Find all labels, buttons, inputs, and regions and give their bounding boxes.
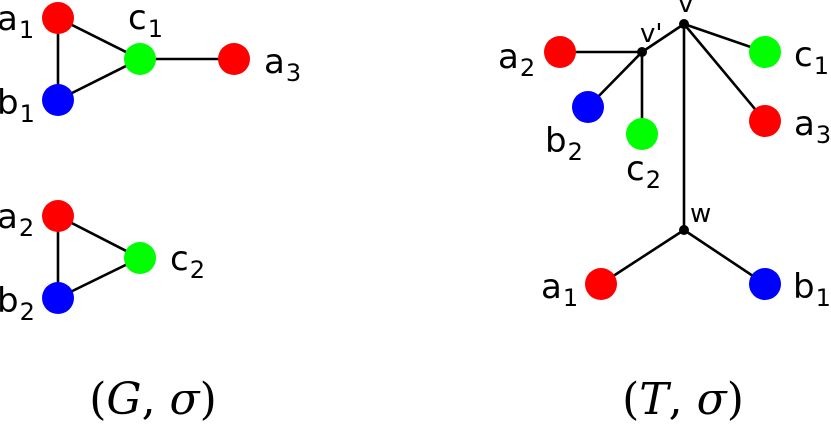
tree-inner-label-v: v: [678, 0, 693, 19]
graph-node-b1: [42, 84, 74, 116]
tree-leaf-label-b2: b2: [545, 121, 583, 166]
graph-node-label-c1: c1: [128, 0, 163, 43]
tree-leaf-a1: [585, 268, 617, 300]
tree-edge-w-a1: [599, 228, 686, 286]
tree-edge-v-vp: [640, 22, 686, 54]
tree-edge-v-a3: [682, 22, 767, 123]
tree-inner-node-v: [679, 19, 689, 29]
graph-node-c2: [124, 242, 156, 274]
graph-node-c1: [124, 43, 156, 75]
tree-caption-T: (T, σ): [622, 374, 744, 425]
tree-leaf-label-c1: c1: [794, 35, 829, 80]
graph-node-b2: [42, 282, 74, 314]
tree-leaf-c1: [749, 36, 781, 68]
tree-leaf-a2: [544, 36, 576, 68]
tree-leaf-b2: [572, 91, 604, 123]
graph-panel-G: a1 b1 c1 a3 a2 b2 c2 (G, σ): [0, 0, 301, 425]
graph-G-nodes: [42, 2, 250, 314]
graph-node-label-a2: a2: [0, 197, 34, 242]
tree-inner-node-w: [679, 225, 689, 235]
tree-leaf-label-c2: c2: [626, 149, 661, 194]
tree-leaf-label-a1: a1: [541, 267, 578, 312]
tree-leaf-label-b1: b1: [793, 267, 831, 312]
tree-leaf-a3: [749, 105, 781, 137]
tree-inner-label-vp: v': [640, 19, 663, 49]
graph-node-a1: [42, 2, 74, 34]
graph-node-label-a1: a1: [0, 0, 34, 44]
graph-node-label-a3: a3: [264, 42, 301, 87]
tree-leaf-b1: [749, 268, 781, 300]
graph-node-a3: [218, 43, 250, 75]
graph-caption-G: (G, σ): [89, 374, 217, 425]
tree-leaf-c2: [626, 118, 658, 150]
graph-node-a2: [42, 200, 74, 232]
tree-leaf-label-a3: a3: [794, 104, 831, 149]
graph-node-label-c2: c2: [170, 239, 205, 284]
tree-T-nodes: [544, 19, 781, 300]
tree-inner-node-vp: [637, 47, 647, 57]
graph-node-label-b1: b1: [0, 83, 35, 128]
graph-G-labels: a1 b1 c1 a3 a2 b2 c2: [0, 0, 301, 326]
tree-T-edges: [558, 22, 767, 286]
tree-edge-w-b1: [682, 228, 767, 286]
tree-leaf-label-a2: a2: [498, 37, 535, 82]
tree-inner-label-w: w: [690, 199, 711, 229]
graph-node-label-b2: b2: [0, 281, 35, 326]
